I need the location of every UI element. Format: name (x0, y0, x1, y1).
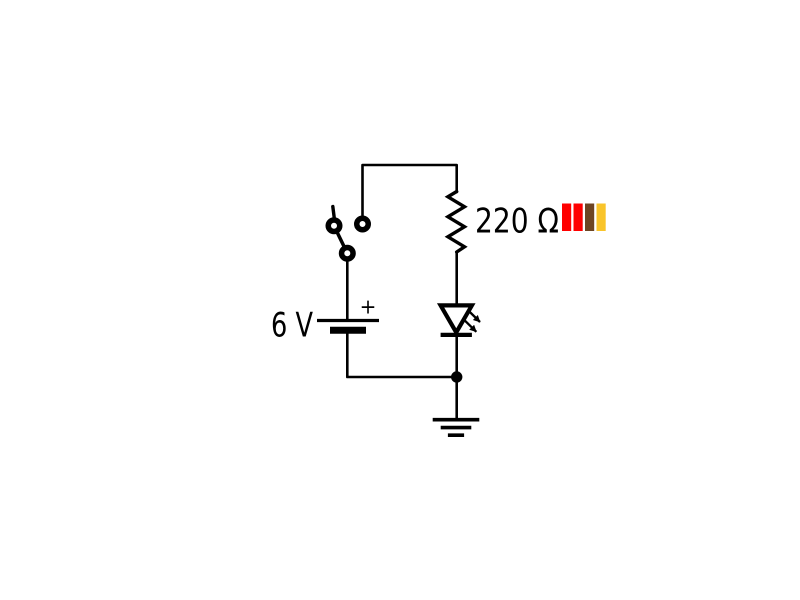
resistor-value-label: 220 Ω (475, 202, 559, 242)
junction-dot (451, 371, 463, 383)
switch-terminal-right (354, 215, 371, 233)
switch-lever-handle (331, 204, 336, 220)
switch (325, 204, 371, 262)
led-light-arrow-2 (463, 319, 478, 333)
resistor-band-red-1 (562, 203, 572, 231)
battery: + 6 V (271, 295, 379, 346)
resistor-color-code (562, 203, 606, 231)
resistor-band-brown (585, 203, 595, 231)
top-rail-wire (361, 163, 458, 219)
resistor-zigzag (444, 189, 468, 254)
switch-pivot-terminal (338, 244, 356, 262)
switch-terminal-left (325, 217, 343, 235)
led-light-arrow-1 (467, 309, 481, 323)
battery-plus-sign: + (360, 295, 377, 319)
resistor-band-gold (596, 203, 606, 231)
battery-to-junction-wire (346, 330, 458, 379)
led-anode-triangle (436, 303, 476, 337)
resistor: 220 Ω (444, 189, 606, 254)
battery-voltage-label: 6 V (271, 306, 313, 346)
led (436, 303, 481, 337)
ground (432, 380, 480, 438)
resistor-band-red-2 (573, 203, 583, 231)
